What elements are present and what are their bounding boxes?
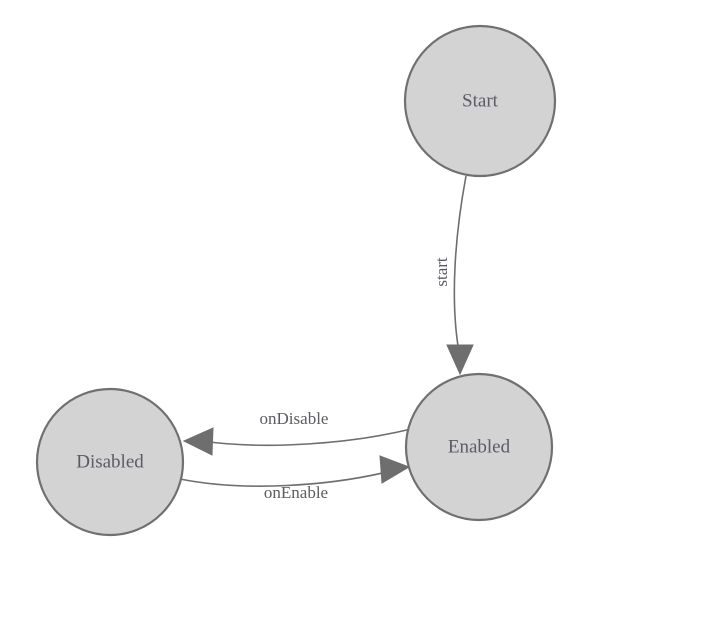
- state-node-enabled-label: Enabled: [448, 436, 511, 457]
- state-node-enabled[interactable]: Enabled: [404, 372, 554, 522]
- arrowhead-icon-disabled-to-enabled: [379, 455, 411, 484]
- edge-start-to-enabled[interactable]: start: [432, 175, 474, 376]
- edge-label-onenable: onEnable: [264, 483, 328, 502]
- edge-line-enabled-to-disabled: [201, 428, 412, 447]
- state-node-disabled-label: Disabled: [76, 451, 144, 472]
- state-node-enabled-circle: [404, 372, 554, 522]
- arrowhead-icon-enabled-to-disabled: [182, 427, 214, 456]
- edge-enabled-to-disabled[interactable]: onDisable: [182, 409, 412, 456]
- state-node-start-label: Start: [462, 90, 499, 111]
- state-node-start-circle: [403, 24, 557, 178]
- edge-label-start: start: [432, 257, 451, 287]
- edge-line-start-to-enabled: [453, 175, 467, 353]
- edge-line-disabled-to-enabled: [179, 470, 392, 487]
- edge-label-ondisable: onDisable: [260, 409, 329, 428]
- arrowhead-icon-start-to-enabled: [446, 344, 474, 376]
- edge-disabled-to-enabled[interactable]: onEnable: [179, 455, 411, 502]
- state-node-disabled[interactable]: Disabled: [35, 387, 185, 537]
- state-node-disabled-circle: [35, 387, 185, 537]
- state-node-start[interactable]: Start: [403, 24, 557, 178]
